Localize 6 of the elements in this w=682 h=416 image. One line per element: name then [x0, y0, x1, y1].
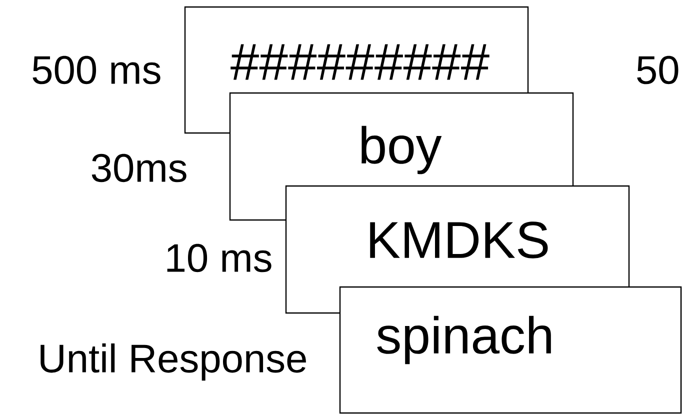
duration-label: 500 ms [32, 56, 160, 84]
duration-label: Until Response [40, 343, 306, 381]
duration-label: 50 [637, 56, 678, 84]
stimulus-screen: spinach [339, 286, 682, 414]
duration-label: 30ms [92, 154, 186, 182]
duration-label: 10 ms [167, 244, 272, 272]
